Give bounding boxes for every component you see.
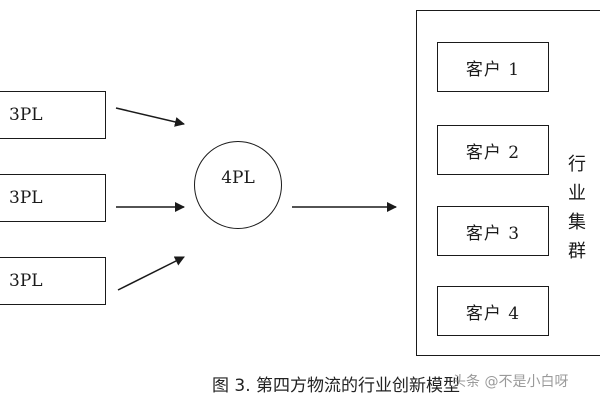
client-box: 客户 4	[437, 286, 549, 336]
client-box: 客户 2	[437, 125, 549, 175]
client-box: 客户 3	[437, 206, 549, 256]
client-box: 客户 1	[437, 42, 549, 92]
figure-caption: 图 3. 第四方物流的行业创新模型	[212, 376, 461, 396]
cluster-label-char: 业	[568, 183, 586, 204]
fourth-party-logistics-hub: 4PL	[194, 141, 282, 229]
watermark: 头条 @不是小白呀	[452, 374, 569, 390]
third-party-logistics-box: 3PL	[0, 174, 106, 222]
hub-label: 4PL	[221, 168, 255, 188]
client-label: 客户 1	[465, 59, 521, 80]
provider-label: 3PL	[9, 105, 43, 125]
provider-label: 3PL	[9, 271, 43, 291]
client-label: 客户 3	[465, 223, 521, 244]
arrow-provider3-to-hub	[117, 256, 185, 291]
client-label: 客户 4	[465, 303, 521, 324]
cluster-label-char: 行	[568, 154, 586, 175]
client-label: 客户 2	[465, 142, 521, 163]
provider-label: 3PL	[9, 188, 43, 208]
industry-cluster-frame	[416, 10, 600, 356]
arrow-provider1-to-hub	[115, 107, 185, 127]
cluster-label-char: 集	[568, 212, 586, 233]
cluster-label-char: 群	[568, 241, 586, 262]
industry-cluster-label: 行 业 集 群	[565, 150, 589, 266]
third-party-logistics-box: 3PL	[0, 257, 106, 305]
third-party-logistics-box: 3PL	[0, 91, 106, 139]
